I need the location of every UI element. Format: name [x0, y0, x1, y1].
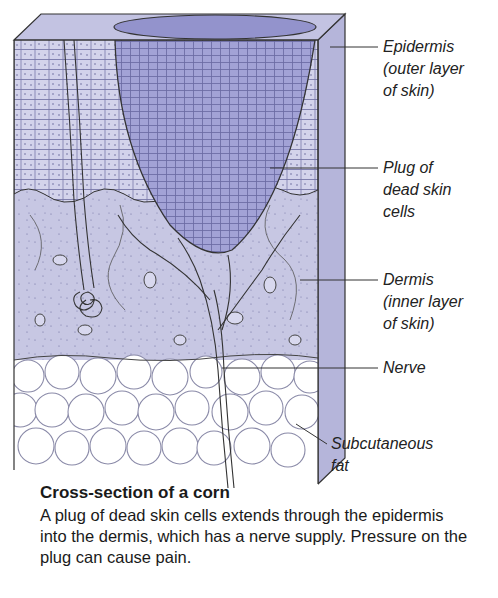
corn-plug	[115, 40, 315, 253]
callout-label: Plug of dead skin cells	[383, 157, 459, 223]
leader-line	[330, 47, 378, 48]
dermal-cells	[35, 255, 301, 345]
dermis-layer	[14, 40, 318, 380]
leader-line	[270, 168, 378, 169]
figure-caption: A plug of dead skin cells extends throug…	[40, 505, 470, 568]
plug-top	[114, 15, 316, 39]
leader-line	[222, 368, 378, 369]
leader-line	[296, 424, 327, 444]
top-face	[14, 14, 345, 40]
leader-lines	[222, 47, 378, 444]
front-face	[3, 40, 326, 490]
callout-label: Dermis (inner layer of skin)	[383, 269, 471, 335]
figure-title: Cross-section of a corn	[40, 482, 480, 503]
leader-line	[300, 280, 378, 281]
fat-cells	[3, 355, 326, 467]
callout-label: Subcutaneous fat	[331, 433, 443, 477]
side-face	[318, 14, 345, 484]
callout-label: Epidermis (outer layer of skin)	[383, 36, 471, 102]
callout-label: Nerve	[383, 357, 471, 379]
sweat-duct	[64, 40, 102, 317]
nerve-fibres	[118, 215, 300, 488]
fat-boundary	[14, 354, 318, 360]
block-outline	[14, 40, 318, 484]
